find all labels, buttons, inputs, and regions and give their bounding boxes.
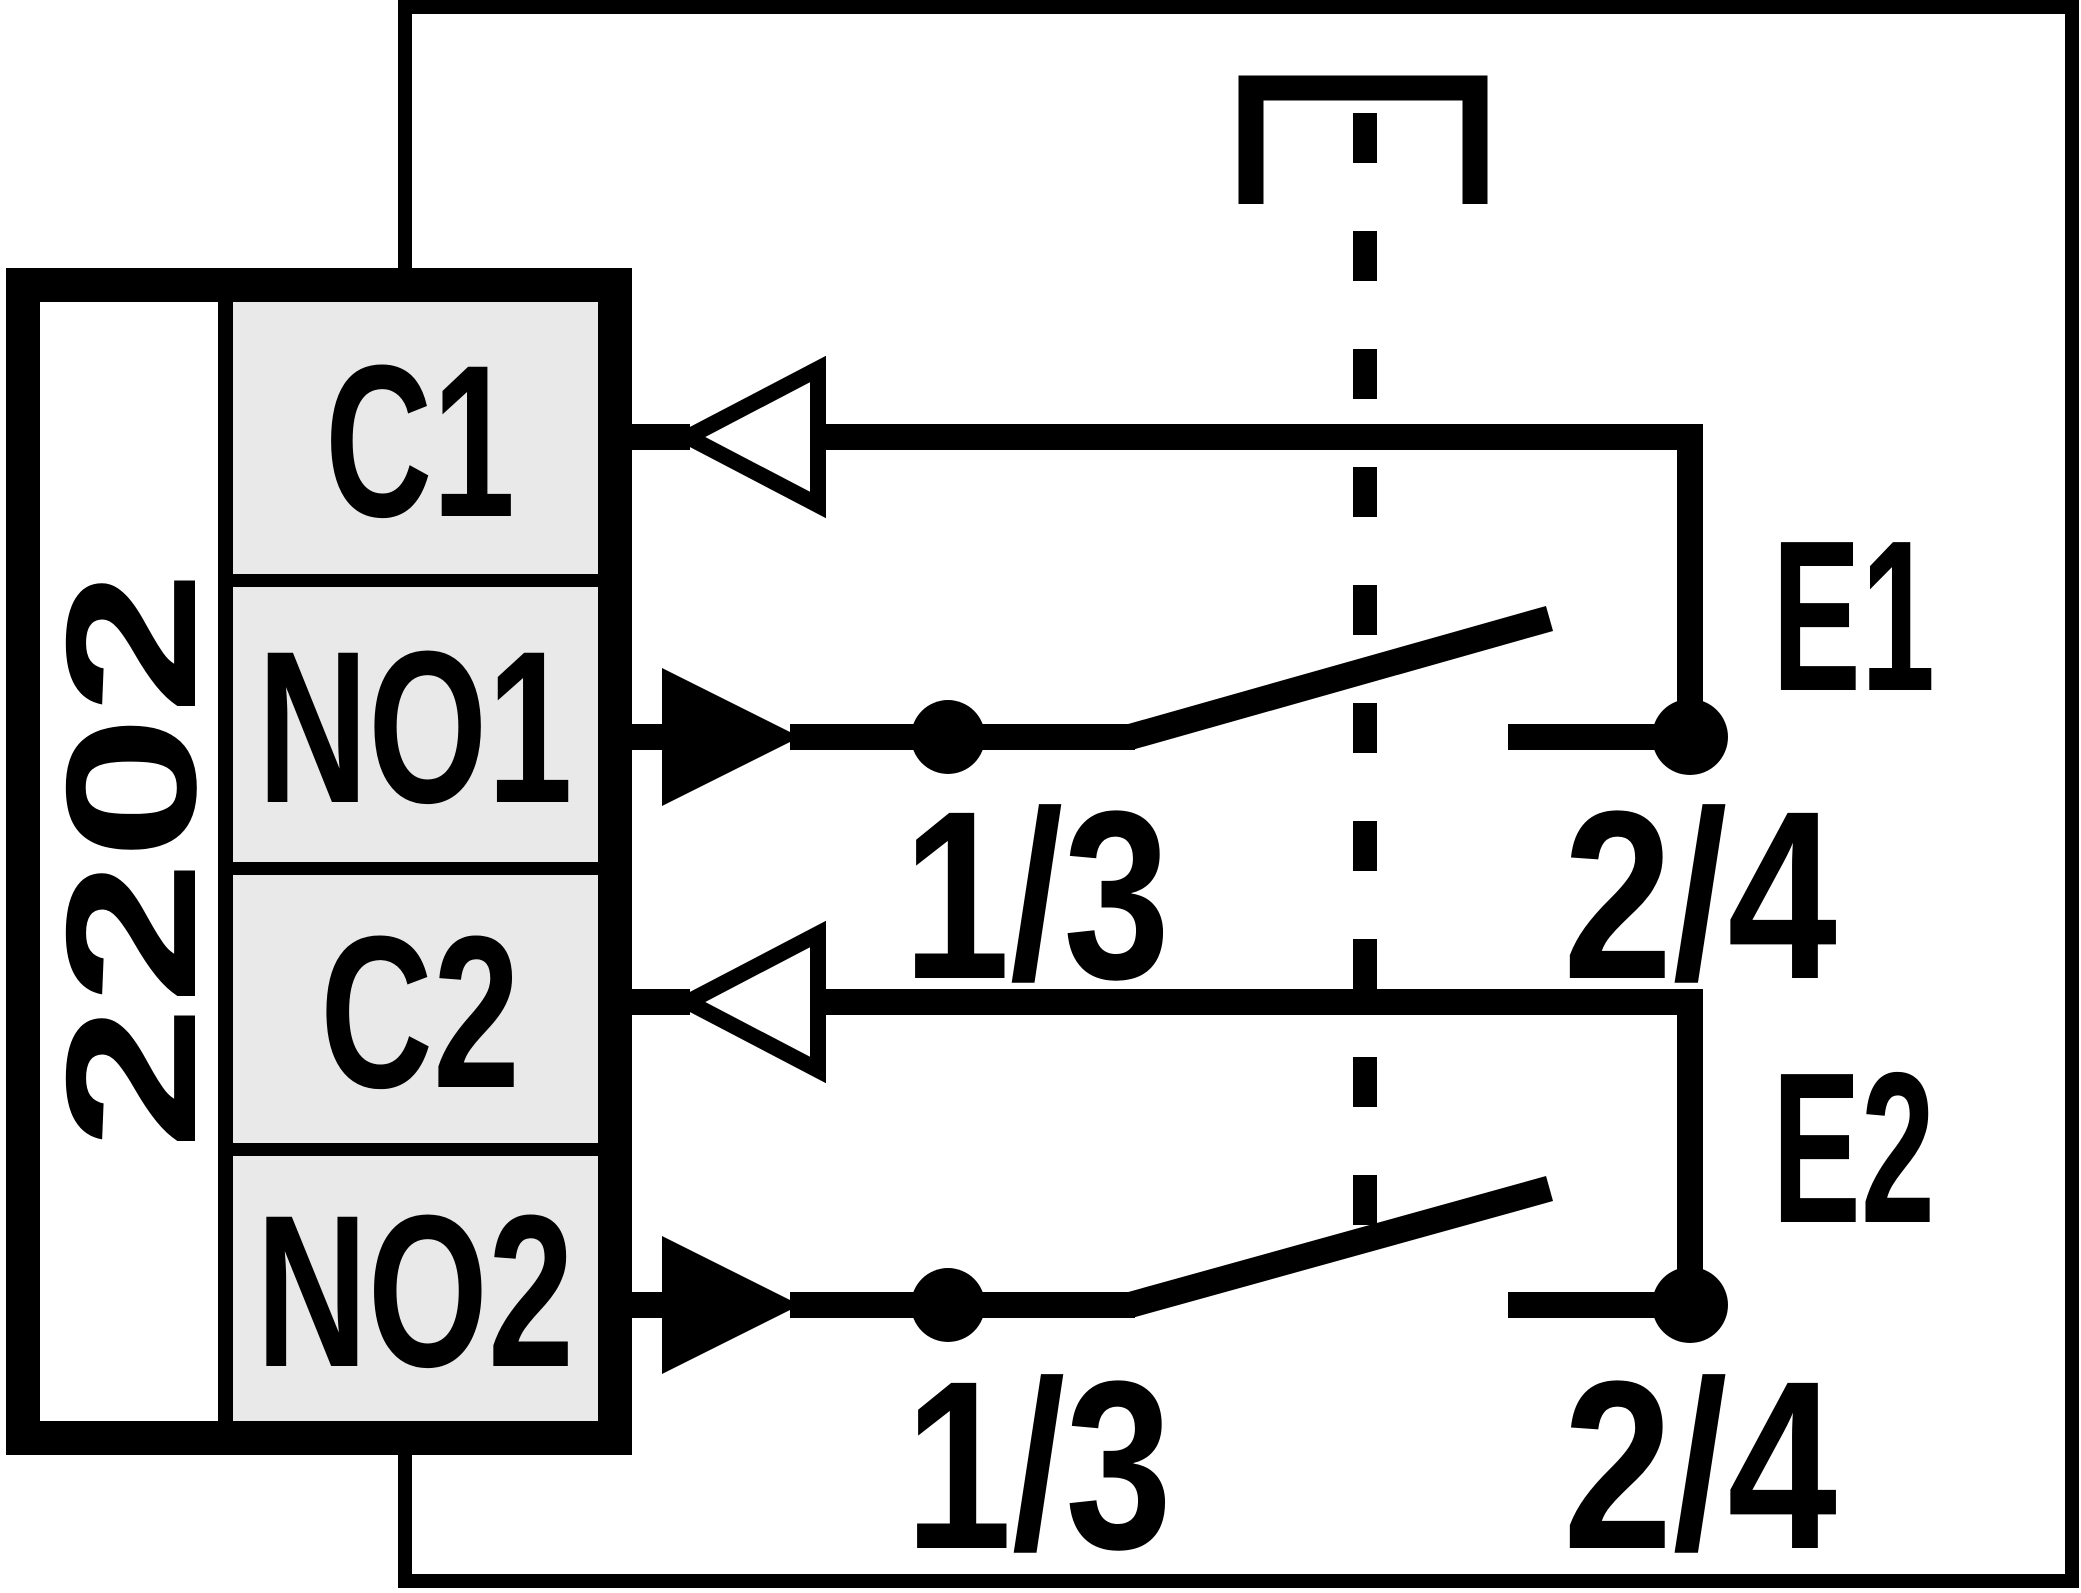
- fixed-contact-label-2: 2/4: [1563, 1331, 1837, 1593]
- filled-arrow-right-icon: [662, 1236, 800, 1374]
- moving-contact-label-1: 1/3: [903, 761, 1170, 1029]
- circuit-1: E1 1/3 2/4: [632, 355, 1935, 1029]
- moving-contact-dot-1: [911, 700, 985, 774]
- terminal-label-c2: C2: [320, 891, 520, 1133]
- open-arrow-left-icon: [670, 355, 826, 519]
- c2-wire: [818, 989, 1703, 1305]
- terminal-cell-no2: [233, 1156, 598, 1421]
- filled-arrow-right-icon: [662, 668, 800, 806]
- fixed-contact-dot-1: [1652, 699, 1728, 775]
- contact-label-e1: E1: [1772, 495, 1935, 736]
- terminal-cell-c2: [233, 875, 598, 1143]
- switch-blade-2: [935, 1175, 1554, 1318]
- terminal-label-no1: NO1: [258, 606, 573, 848]
- circuit-2: E2 1/3 2/4: [632, 920, 1935, 1593]
- open-arrow-left-icon: [670, 920, 826, 1084]
- terminal-cell-c1: [233, 302, 598, 574]
- terminal-cell-no1: [233, 587, 598, 862]
- contact-label-e2: E2: [1772, 1027, 1935, 1268]
- actuator-bracket: [1238, 75, 1488, 204]
- terminal-label-c1: C1: [325, 320, 515, 562]
- fixed-contact-dot-2: [1652, 1267, 1728, 1343]
- fixed-contact-label-1: 2/4: [1563, 761, 1837, 1029]
- moving-contact-dot-2: [911, 1268, 985, 1342]
- terminal-label-no2: NO2: [256, 1170, 574, 1412]
- device-label: 2202: [29, 570, 235, 1150]
- device-label-strip: [40, 302, 218, 1421]
- switch-blade-1: [935, 605, 1554, 750]
- moving-contact-label-2: 1/3: [905, 1331, 1172, 1593]
- terminal-block: 2202 C1 NO1 C2 NO2: [6, 268, 632, 1455]
- c1-wire: [818, 424, 1703, 737]
